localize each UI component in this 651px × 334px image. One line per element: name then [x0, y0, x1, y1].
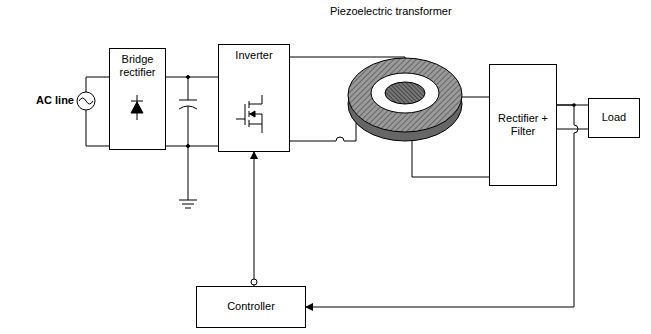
signal-wire [166, 77, 218, 146]
terminal-circle [251, 279, 257, 285]
block-box: Bridge rectifier [109, 48, 166, 150]
capacitor-symbol [179, 76, 197, 209]
signal-wire [306, 105, 578, 307]
block-box: Rectifier + Filter [489, 64, 557, 186]
junction-dot [572, 103, 576, 107]
wire [412, 97, 490, 177]
block-label: Bridge rectifier [113, 53, 162, 79]
block-label: Rectifier + Filter [493, 112, 553, 138]
diode-symbol [131, 95, 143, 120]
ac-source [77, 77, 110, 146]
block-box: Controller [196, 286, 306, 328]
mosfet-symbol [236, 95, 262, 133]
block-label: Load [602, 111, 626, 124]
part-label: Piezoelectric transformer [330, 5, 480, 18]
piezo-transformer [348, 58, 462, 141]
block-box: Load [588, 98, 640, 138]
source-label: AC line [14, 94, 74, 107]
block-label: Inverter [235, 49, 272, 62]
signal-wire [557, 105, 588, 129]
block-label: Controller [227, 300, 275, 313]
block-box: Inverter [218, 44, 290, 152]
signal-wire [254, 152, 255, 286]
